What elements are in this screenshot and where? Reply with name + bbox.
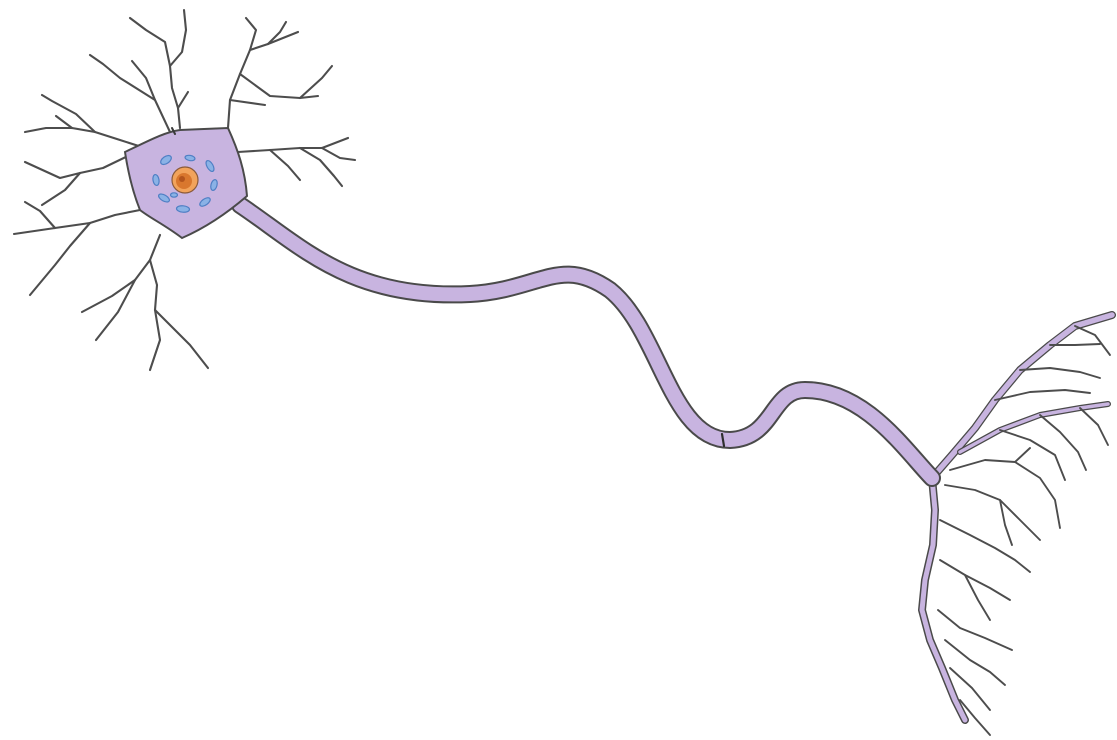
axon-terminals (922, 315, 1112, 735)
cell-body (125, 128, 247, 238)
axon (240, 205, 932, 478)
nucleus (172, 167, 198, 193)
